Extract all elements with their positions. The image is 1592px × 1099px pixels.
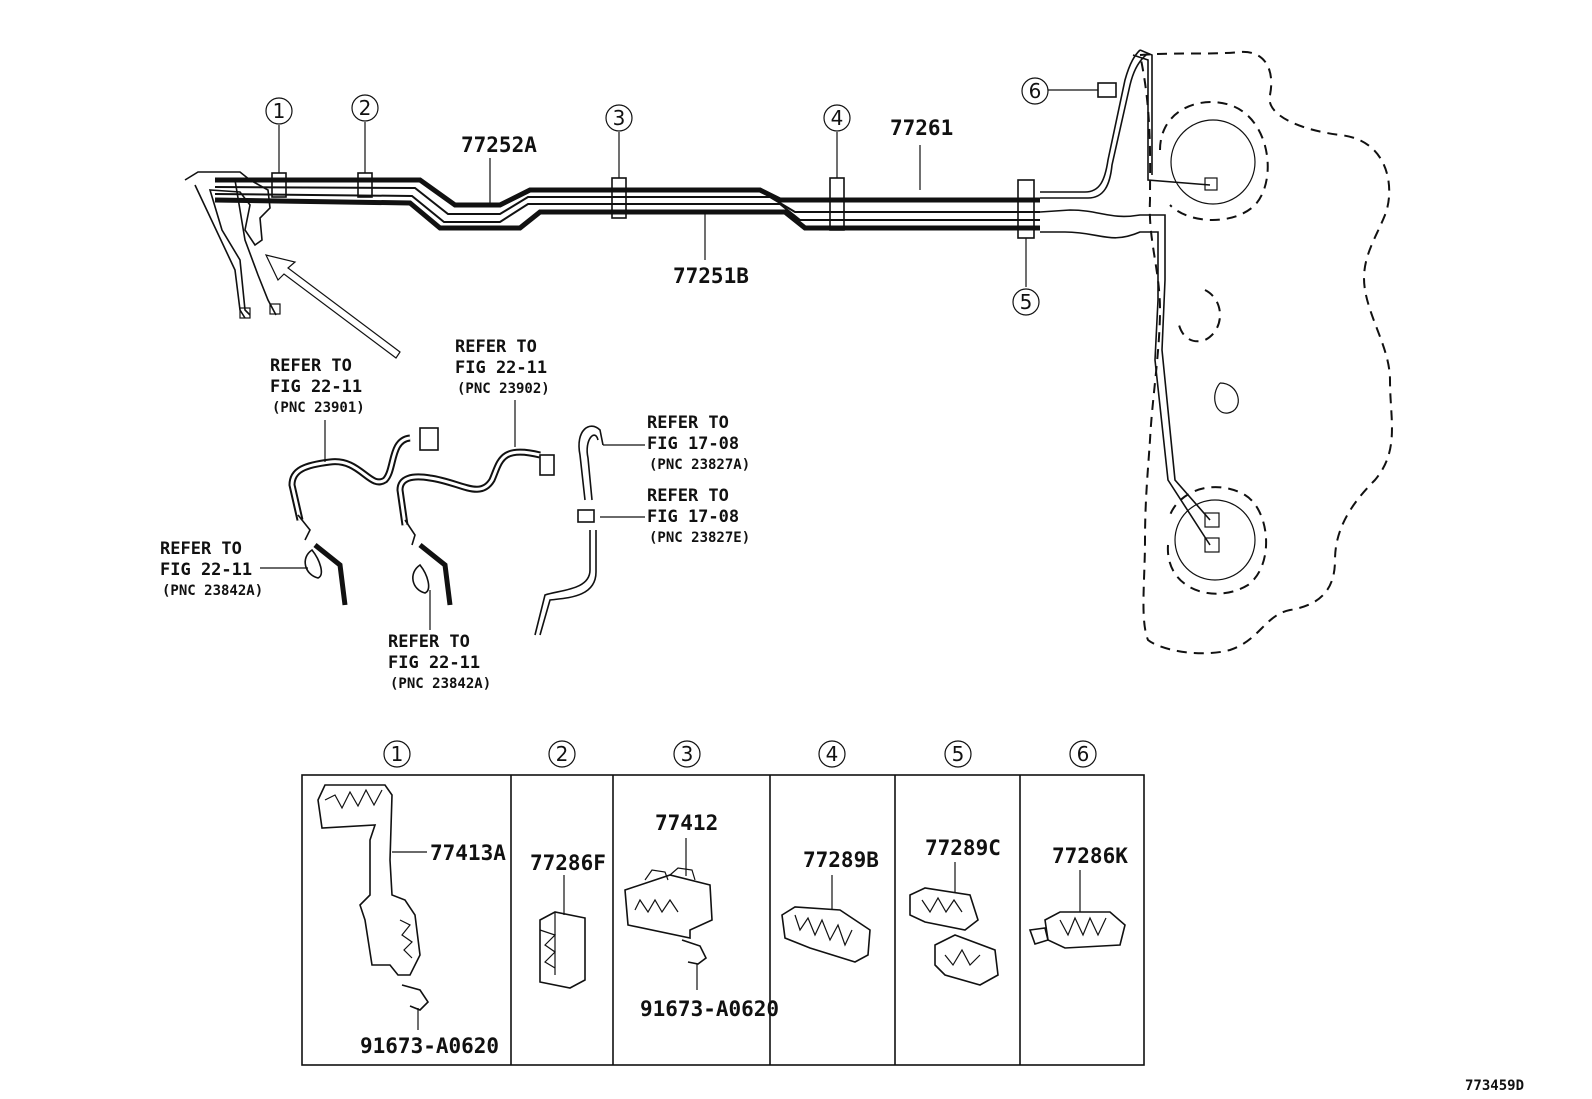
clamp-clip-77286F: [539, 875, 586, 989]
svg-text:3: 3: [613, 106, 626, 130]
callout-6: 6: [1021, 77, 1049, 105]
callout-1: 1: [265, 97, 293, 125]
reference-note-23827A: REFER TO FIG 17-08 (PNC 23827A): [647, 413, 750, 473]
left-fitting-assembly: [184, 171, 401, 359]
svg-text:3: 3: [681, 742, 694, 766]
svg-text:REFER TO: REFER TO: [388, 632, 470, 652]
svg-text:FIG 22-11: FIG 22-11: [160, 560, 252, 580]
part-label-77289C: 77289C: [925, 836, 1001, 860]
svg-text:(PNC 23842A): (PNC 23842A): [162, 583, 263, 599]
svg-text:1: 1: [391, 742, 404, 766]
clamp-77286K: [1028, 870, 1126, 949]
svg-text:FIG 17-08: FIG 17-08: [647, 434, 739, 454]
svg-text:FIG 17-08: FIG 17-08: [647, 507, 739, 527]
part-label-77261: 77261: [890, 116, 953, 140]
part-label-77289B: 77289B: [803, 848, 879, 872]
clamp-77289C: [909, 862, 999, 986]
part-label-77286K: 77286K: [1052, 844, 1128, 868]
svg-text:2: 2: [359, 96, 372, 120]
svg-text:6: 6: [1077, 742, 1090, 766]
reference-note-23901: REFER TO FIG 22-11 (PNC 23901): [270, 356, 365, 416]
reference-note-23902: REFER TO FIG 22-11 (PNC 23902): [455, 337, 550, 397]
clamp-77412: [624, 838, 713, 990]
svg-text:(PNC 23901): (PNC 23901): [272, 400, 365, 416]
part-label-77251B: 77251B: [673, 264, 749, 288]
clamp-markers: [271, 82, 1117, 287]
reference-note-23842A-left: REFER TO FIG 22-11 (PNC 23842A): [160, 539, 263, 599]
reference-note-23842A-bottom: REFER TO FIG 22-11 (PNC 23842A): [388, 632, 491, 692]
part-label-77413A: 77413A: [430, 841, 506, 865]
svg-text:6: 6: [1029, 79, 1042, 103]
figure-id: 773459D: [1465, 1078, 1524, 1094]
svg-text:REFER TO: REFER TO: [647, 413, 729, 433]
svg-text:REFER TO: REFER TO: [647, 486, 729, 506]
callout-3: 3: [605, 104, 633, 132]
callout-4: 4: [823, 104, 851, 132]
svg-text:FIG 22-11: FIG 22-11: [455, 358, 547, 378]
bolt-label-3: 91673-A0620: [640, 997, 779, 1021]
svg-text:4: 4: [826, 742, 839, 766]
callout-2: 2: [351, 94, 379, 122]
callout-5: 5: [1012, 288, 1040, 316]
panel-header-3: 3: [673, 740, 701, 768]
svg-text:FIG 22-11: FIG 22-11: [388, 653, 480, 673]
clamp-77289B: [781, 875, 871, 963]
body-outline: [1138, 50, 1393, 655]
svg-text:REFER TO: REFER TO: [160, 539, 242, 559]
svg-text:2: 2: [556, 742, 569, 766]
panel-header-1: 1: [383, 740, 411, 768]
part-label-77412: 77412: [655, 811, 718, 835]
part-label-77286F: 77286F: [530, 851, 606, 875]
svg-text:4: 4: [831, 106, 844, 130]
svg-text:1: 1: [273, 99, 286, 123]
panel-header-5: 5: [944, 740, 972, 768]
svg-text:REFER TO: REFER TO: [270, 356, 352, 376]
svg-text:FIG 22-11: FIG 22-11: [270, 377, 362, 397]
svg-text:(PNC 23902): (PNC 23902): [457, 381, 550, 397]
clamp-detail-table: [301, 774, 1145, 1066]
svg-text:(PNC 23842A): (PNC 23842A): [390, 676, 491, 692]
panel-header-2: 2: [548, 740, 576, 768]
tube-bundle: [214, 49, 1220, 553]
svg-text:5: 5: [952, 742, 965, 766]
svg-text:(PNC 23827E): (PNC 23827E): [649, 530, 750, 546]
clamp-bracket-77413A: [317, 784, 430, 1030]
panel-header-6: 6: [1069, 740, 1097, 768]
svg-text:5: 5: [1020, 290, 1033, 314]
reference-note-23827E: REFER TO FIG 17-08 (PNC 23827E): [647, 486, 750, 546]
svg-text:(PNC 23827A): (PNC 23827A): [649, 457, 750, 473]
flex-hoses: [260, 400, 645, 636]
bolt-label-1: 91673-A0620: [360, 1034, 499, 1058]
svg-text:REFER TO: REFER TO: [455, 337, 537, 357]
part-label-77252A: 77252A: [461, 133, 537, 157]
panel-header-4: 4: [818, 740, 846, 768]
